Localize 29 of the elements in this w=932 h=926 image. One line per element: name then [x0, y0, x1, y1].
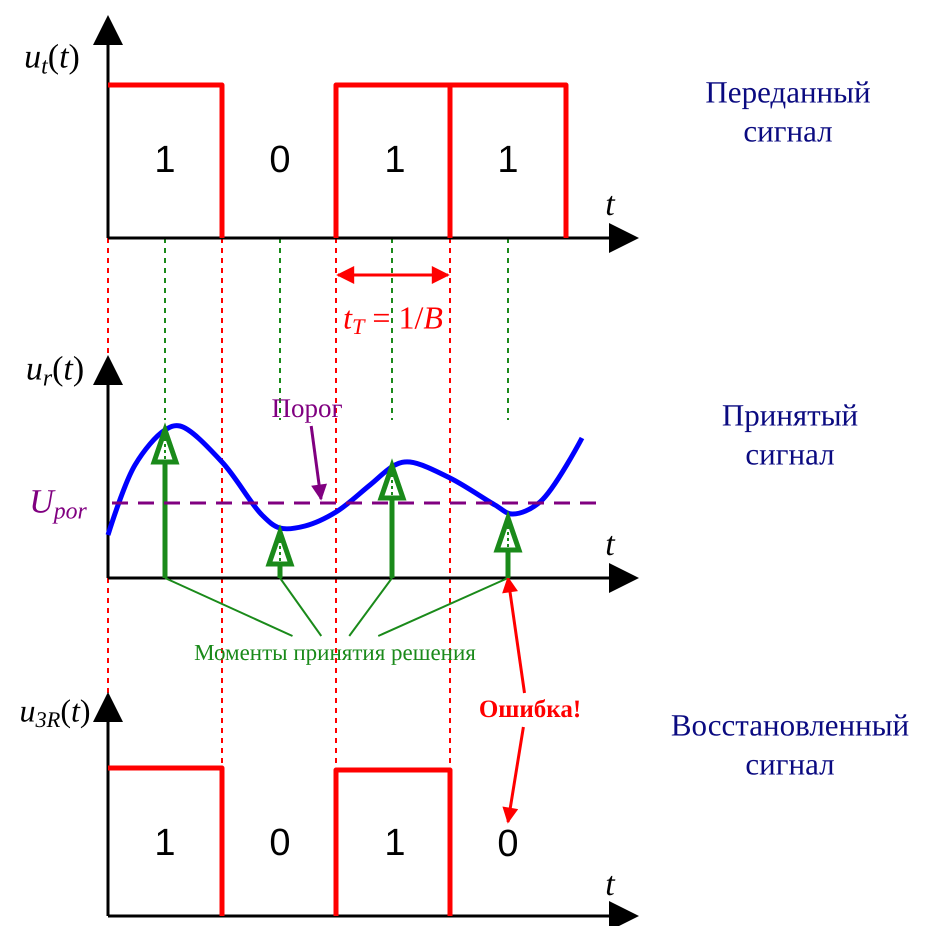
bit-value: 0 — [490, 822, 526, 866]
bit-value: 1 — [154, 824, 176, 862]
signal-caption: Принятый сигнал — [720, 396, 860, 473]
bit-value: 1 — [384, 141, 406, 179]
leader-line — [348, 577, 393, 637]
bit-value: 1 — [497, 141, 519, 179]
dimension-label: t$_{T}$ = 1/B — [343, 302, 443, 338]
leader-line — [378, 577, 508, 637]
arrow — [502, 576, 526, 694]
annotation-text: Порог — [262, 392, 352, 424]
arrow — [310, 426, 328, 501]
threshold-label: U$_{por}$ — [29, 486, 87, 524]
axis-label: u$_{r}$(t) — [26, 352, 84, 392]
bit-value: 0 — [269, 824, 291, 862]
axis-label: t — [605, 868, 615, 902]
bit-value: 0 — [269, 141, 291, 179]
bit-value: 1 — [154, 141, 176, 179]
axis-label: t — [605, 528, 615, 562]
arrow — [502, 726, 525, 824]
bit-value: 1 — [384, 824, 406, 862]
signal-caption: Переданный сигнал — [704, 73, 872, 150]
axis-label: u$_{t}$(t) — [24, 40, 80, 80]
leader-line — [164, 577, 293, 637]
signal-caption: Восстановленный сигнал — [670, 706, 910, 783]
axis-label: u$_{3R}$(t) — [19, 694, 91, 732]
annotation-text: Моменты принятия решения — [170, 638, 500, 668]
error-text: Ошибка! — [462, 695, 598, 725]
axis-label: t — [605, 188, 615, 222]
leader-line — [279, 577, 322, 637]
